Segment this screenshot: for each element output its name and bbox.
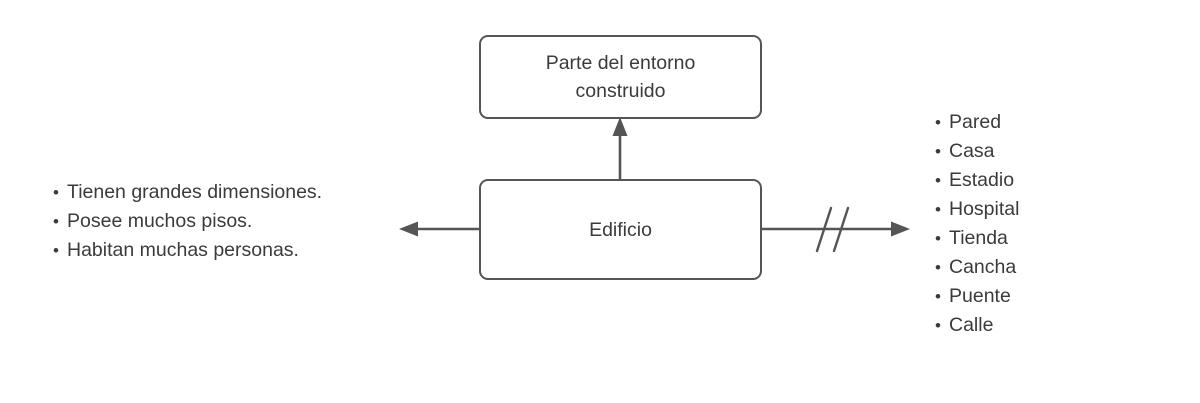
list-item: Puente: [935, 282, 1019, 311]
list-item-label: Tienda: [949, 227, 1008, 249]
list-item: Habitan muchas personas.: [53, 236, 322, 265]
list-item-label: Calle: [949, 314, 994, 336]
list-item: Calle: [935, 311, 1019, 340]
arrow-edificio-to-ejemplos: [762, 206, 910, 253]
list-item-label: Hospital: [949, 198, 1020, 220]
list-item-label: Pared: [949, 111, 1002, 133]
list-item-label: Cancha: [949, 256, 1017, 278]
list-item: Tienen grandes dimensiones.: [53, 178, 322, 207]
list-item-label: Tienen grandes dimensiones.: [67, 181, 323, 203]
list-item-label: Estadio: [949, 169, 1015, 191]
list-item-label: Casa: [949, 140, 995, 162]
list-item: Casa: [935, 137, 1019, 166]
node-edificio[interactable]: Edificio: [479, 179, 762, 280]
arrow-edificio-to-entorno: [612, 117, 628, 179]
list-item-label: Puente: [949, 285, 1011, 307]
list-item: Posee muchos pisos.: [53, 207, 322, 236]
list-item-label: Habitan muchas personas.: [67, 239, 299, 261]
node-parte-del-entorno-construido[interactable]: Parte del entorno construido: [479, 35, 762, 119]
node-label-edificio: Edificio: [589, 218, 652, 241]
list-item: Hospital: [935, 195, 1019, 224]
list-ejemplos: Pared Casa Estadio Hospital Tienda Canch…: [935, 108, 1019, 340]
list-item: Tienda: [935, 224, 1019, 253]
arrow-edificio-to-caracteristicas: [399, 221, 479, 237]
list-item: Pared: [935, 108, 1019, 137]
list-item-label: Posee muchos pisos.: [67, 210, 253, 232]
node-label-entorno: Parte del entorno construido: [545, 52, 696, 102]
list-caracteristicas: Tienen grandes dimensiones. Posee muchos…: [53, 178, 322, 265]
double-slash-marker: [815, 206, 850, 253]
list-item: Cancha: [935, 253, 1019, 282]
list-item: Estadio: [935, 166, 1019, 195]
